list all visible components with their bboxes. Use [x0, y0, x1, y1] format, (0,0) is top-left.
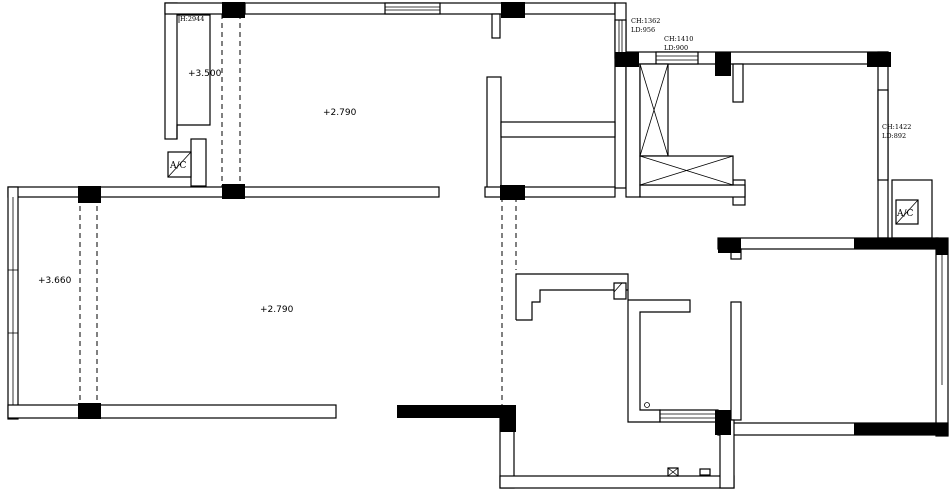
- column: [500, 185, 525, 200]
- window-ch-label: CH:1410: [664, 35, 693, 43]
- wall-lower-bottom: [499, 475, 735, 489]
- window-ld-label: LD:956: [631, 26, 655, 34]
- column: [718, 238, 741, 253]
- wall-balcony-pier: [190, 138, 207, 187]
- wall-corridor-bottom: [639, 184, 746, 198]
- elevation-balcony: +3.500: [188, 69, 222, 79]
- wall-upper-stub: [491, 13, 501, 39]
- window-ch-label: CH:1362: [631, 17, 660, 25]
- wall-balcony-left: [164, 2, 178, 140]
- window-ld-label: LD:900: [664, 44, 688, 52]
- wall-right-stub: [732, 63, 744, 103]
- column: [715, 52, 731, 76]
- column: [222, 184, 245, 199]
- wall-bedroom-left: [730, 301, 742, 421]
- wall-balcony-inner: [176, 14, 211, 139]
- column: [222, 2, 245, 18]
- window-top-hall: [384, 2, 441, 15]
- column-beam: [854, 238, 948, 249]
- ac-unit-right: A/C: [895, 199, 919, 225]
- wall-corridor-left: [625, 61, 641, 198]
- wardrobes: [639, 63, 734, 186]
- wall-kitchen: [515, 273, 691, 423]
- column: [500, 405, 516, 432]
- column: [78, 403, 101, 419]
- ac-label: A/C: [169, 161, 187, 171]
- column: [715, 410, 731, 435]
- elevation-upper-room: +2.790: [323, 108, 357, 118]
- beam-height-label: H:2944: [180, 15, 204, 23]
- window-right-outer: [877, 89, 889, 181]
- beams: [79, 14, 517, 408]
- wall-solid-entrance: [397, 405, 500, 418]
- elevation-main-hall: +2.790: [260, 305, 294, 315]
- window-corridor-top: [655, 51, 699, 65]
- column: [78, 186, 101, 203]
- wall-storage-left: [486, 76, 502, 196]
- wall-bottom-left: [7, 404, 337, 419]
- column: [615, 52, 639, 67]
- window-ld-label: LD:892: [882, 132, 906, 140]
- windows: [384, 2, 889, 181]
- ac-label: A/C: [896, 209, 914, 219]
- column: [867, 52, 891, 67]
- ac-unit-left: A/C: [167, 151, 192, 178]
- elevation-left-room: +3.660: [38, 276, 72, 286]
- labels: +3.500 +2.790 +3.660 +2.790 H:2944 CH:13…: [38, 14, 911, 315]
- window-kitchen-bottom: [659, 409, 719, 423]
- window-ch-label: CH:1422: [882, 123, 911, 131]
- storage-shelf: [500, 121, 616, 138]
- columns: [78, 2, 948, 435]
- column: [501, 2, 525, 18]
- wall-storage-bottom: [484, 186, 616, 198]
- column-beam: [854, 423, 948, 435]
